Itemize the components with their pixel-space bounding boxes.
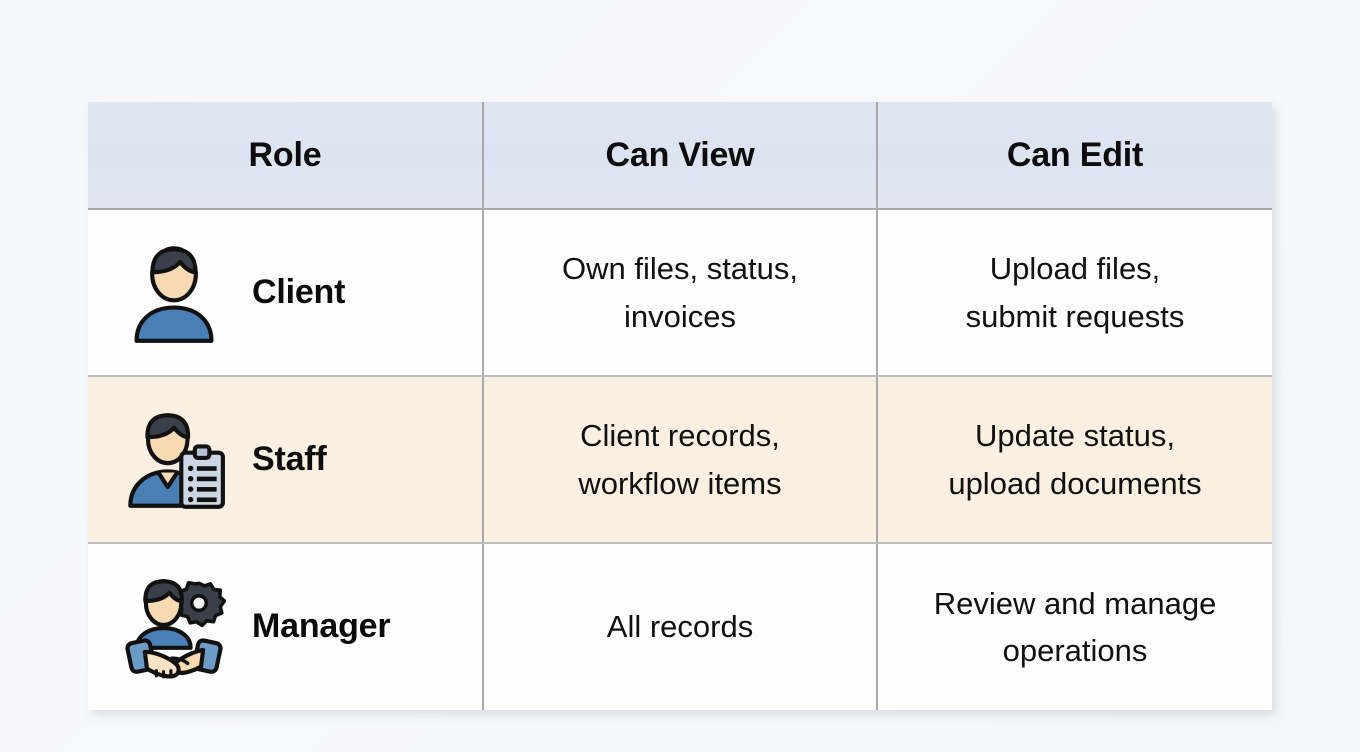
cell-value: Client records, workflow items	[578, 418, 782, 501]
column-header-can-edit: Can Edit	[876, 102, 1272, 210]
role-label: Staff	[252, 439, 327, 478]
table-row: Staff Client records, workflow items Upd…	[88, 376, 1272, 544]
permissions-table-container: Role Can View Can Edit	[88, 102, 1272, 710]
cell-value: Upload files, submit requests	[965, 251, 1185, 334]
can-edit-cell-manager: Review and manage operations	[876, 543, 1272, 710]
column-header-can-view: Can View	[482, 102, 877, 210]
cell-value: Review and manage operations	[933, 585, 1217, 668]
permissions-table: Role Can View Can Edit	[88, 102, 1272, 710]
person-icon	[134, 245, 214, 343]
role-label: Manager	[252, 607, 391, 646]
table-body: Client Own files, status, invoices Uploa…	[88, 209, 1272, 710]
person-with-clipboard-icon	[128, 412, 225, 509]
header-row: Role Can View Can Edit	[88, 102, 1272, 210]
role-cell-client: Client	[88, 209, 483, 377]
table-row: Manager All records Review and manage op…	[88, 543, 1272, 710]
can-view-cell-manager: All records	[482, 543, 877, 710]
role-cell-manager: Manager	[88, 543, 483, 710]
can-edit-cell-client: Upload files, submit requests	[876, 209, 1272, 377]
handshake-with-gear-icon	[125, 579, 226, 679]
role-cell-staff: Staff	[88, 376, 483, 544]
can-view-cell-staff: Client records, workflow items	[482, 376, 877, 544]
cell-value: Update status, upload documents	[948, 418, 1202, 501]
cell-value: Own files, status, invoices	[561, 251, 799, 334]
can-view-cell-client: Own files, status, invoices	[482, 209, 877, 377]
column-header-role: Role	[88, 102, 483, 210]
table-header: Role Can View Can Edit	[88, 102, 1272, 210]
can-edit-cell-staff: Update status, upload documents	[876, 376, 1272, 544]
cell-value: All records	[606, 609, 754, 645]
role-label: Client	[252, 272, 346, 311]
table-row: Client Own files, status, invoices Uploa…	[88, 209, 1272, 377]
